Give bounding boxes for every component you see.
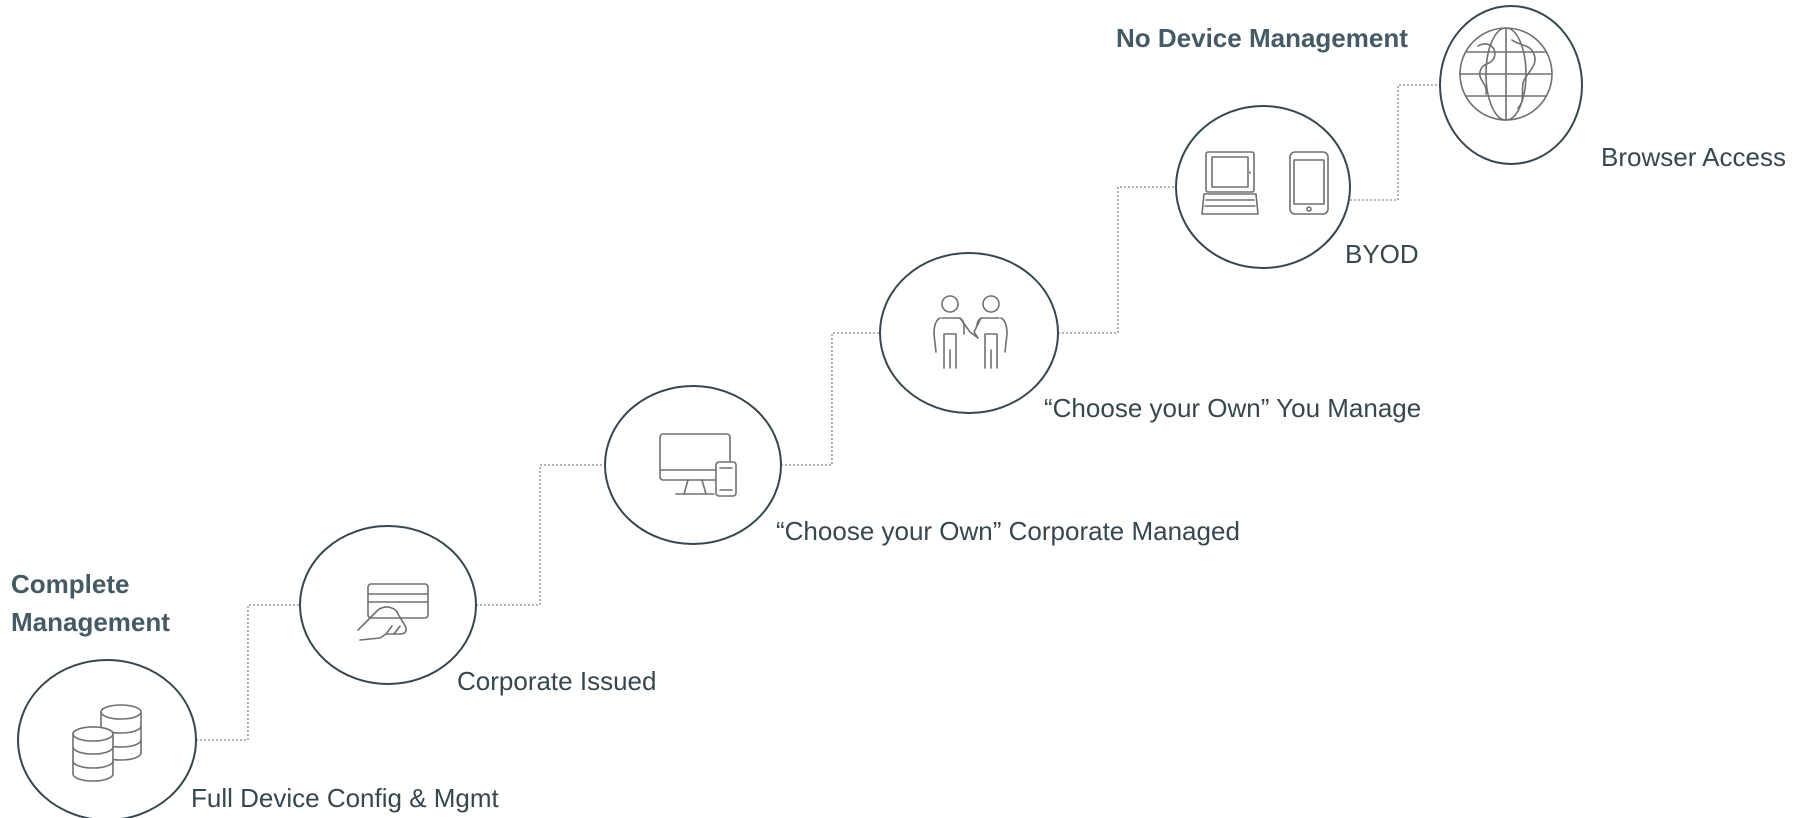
laptop-tablet-icon	[1201, 151, 1329, 215]
connector-3-4	[781, 332, 880, 466]
connector-1-2	[196, 604, 300, 741]
step-1-node	[17, 659, 197, 818]
step-1-label: Full Device Config & Mgmt	[191, 783, 499, 813]
connector-4-5	[1058, 186, 1176, 334]
step-2-node	[299, 525, 477, 685]
step-5-node	[1175, 105, 1351, 269]
connector-5-6	[1350, 84, 1440, 201]
heading-complete-management-line2: Management	[11, 607, 170, 637]
step-6-node	[1439, 5, 1583, 165]
step-4-node	[879, 252, 1059, 414]
step-5-circle	[1175, 105, 1351, 269]
step-2-circle	[299, 525, 477, 685]
step-4-circle	[879, 252, 1059, 414]
step-3-label: “Choose your Own” Corporate Managed	[776, 516, 1240, 546]
database-stack-icon	[72, 704, 142, 782]
hand-card-icon	[357, 583, 429, 641]
globe-icon	[1459, 27, 1553, 121]
connector-2-3	[476, 464, 605, 606]
heading-no-device-management: No Device Management	[1116, 23, 1408, 53]
step-6-circle	[1439, 5, 1583, 165]
heading-complete-management-line1: Complete	[11, 569, 130, 599]
handshake-people-icon	[933, 295, 1008, 369]
step-3-node	[604, 385, 782, 545]
step-5-label: BYOD	[1345, 239, 1419, 269]
step-4-label: “Choose your Own” You Manage	[1044, 393, 1422, 423]
step-3-circle	[604, 385, 782, 545]
monitor-phone-icon	[659, 433, 737, 497]
step-2-label: Corporate Issued	[457, 666, 657, 696]
step-6-label: Browser Access	[1601, 142, 1786, 172]
